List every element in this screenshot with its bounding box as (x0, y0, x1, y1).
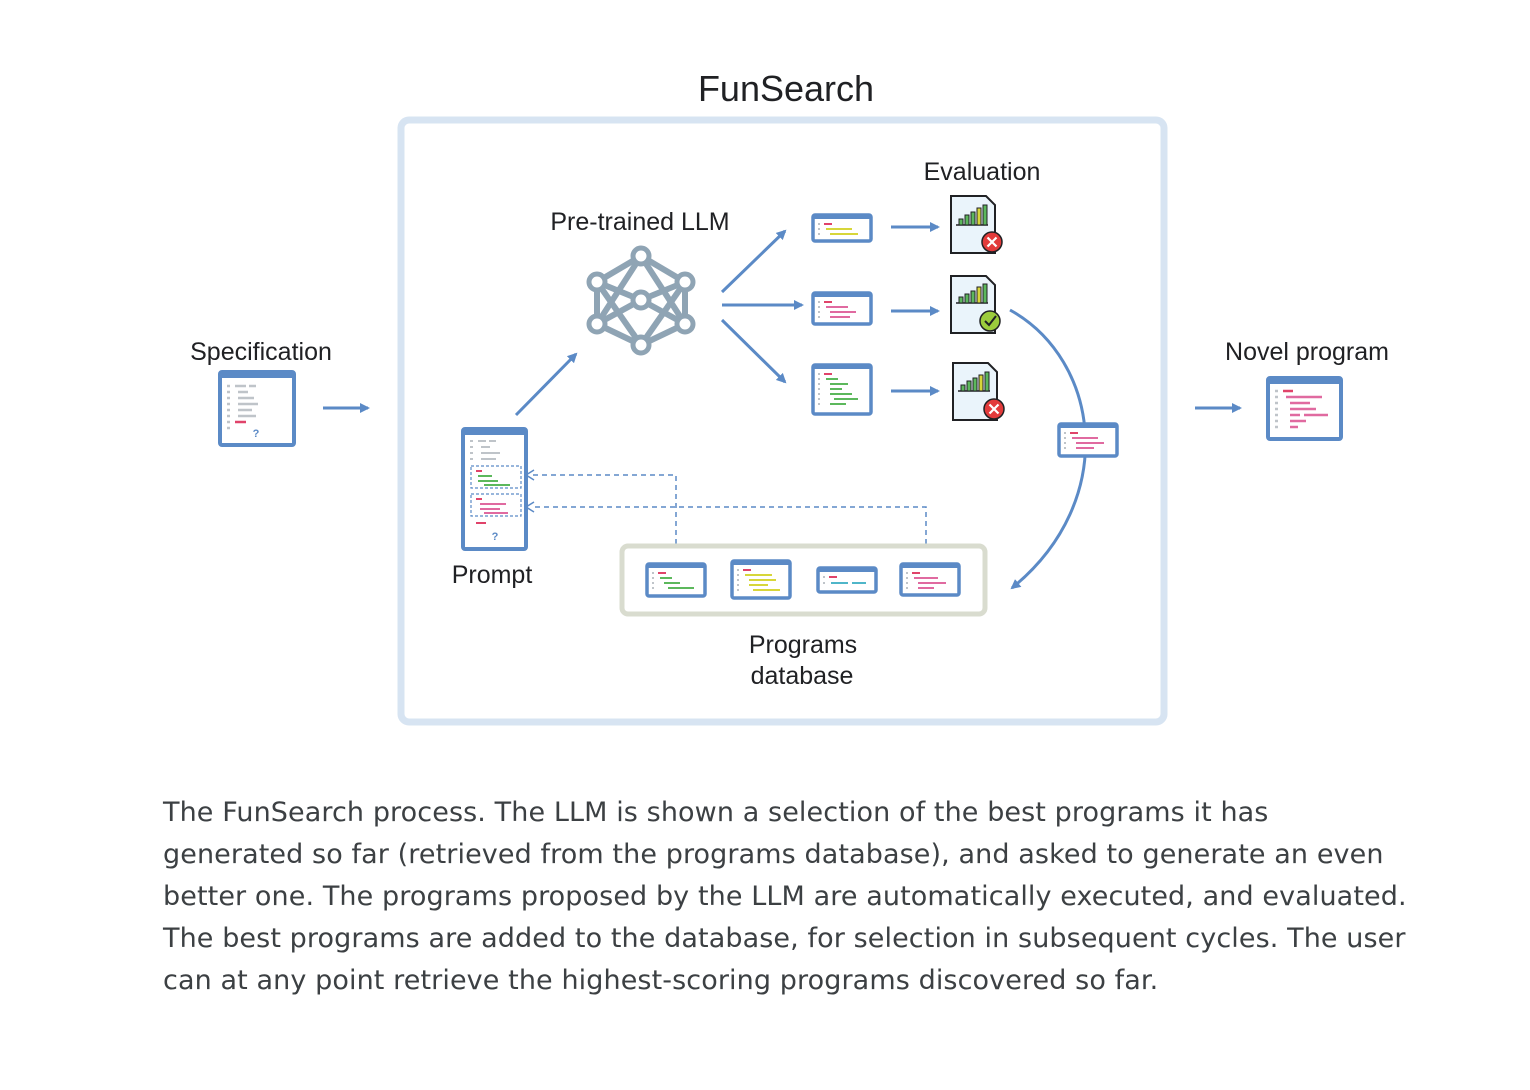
candidate-program-2-icon (811, 291, 873, 326)
fail-cross-icon (983, 398, 1005, 420)
prompt-question-mark: ? (492, 531, 499, 543)
figure-caption: The FunSearch process. The LLM is shown … (163, 797, 1407, 996)
database-program-3-icon (816, 566, 878, 594)
candidate-program-3-icon (811, 363, 873, 416)
programs-database-label-line2: database (751, 662, 854, 690)
evaluation-1-chart-icon (950, 195, 1003, 254)
funsearch-frame (397, 116, 1168, 726)
prompt-document-icon: ? (461, 427, 528, 551)
pretrained-llm-label: Pre-trained LLM (550, 208, 729, 236)
database-program-2-icon (730, 559, 792, 600)
novel-program-document-icon (1266, 376, 1343, 441)
programs-database-frame (619, 543, 988, 617)
specification-label: Specification (190, 338, 332, 366)
llm-to-program1-arrow (720, 229, 787, 294)
evaluation-3-chart-icon (952, 362, 1005, 421)
specification-question-mark: ? (253, 428, 260, 440)
evaluation-label: Evaluation (924, 158, 1041, 186)
pass-check-icon (979, 310, 1001, 332)
novel-program-label: Novel program (1225, 338, 1389, 366)
funsearch-diagram: FunSearch Specification Pre-trained LLM … (190, 68, 1389, 726)
specification-document-icon: ? (218, 370, 296, 447)
diagram-title: FunSearch (698, 68, 874, 109)
programs-database-label-line1: Programs (749, 631, 857, 659)
evaluation-2-chart-icon (950, 275, 1001, 334)
candidate-program-1-icon (811, 213, 873, 243)
neural-network-icon (586, 245, 696, 356)
fail-cross-icon (981, 231, 1003, 253)
database-program-1-icon (645, 562, 707, 598)
database-program-4-icon (899, 562, 961, 597)
prompt-to-llm-arrow (514, 352, 578, 417)
prompt-label: Prompt (452, 561, 533, 589)
llm-to-program3-arrow (720, 318, 787, 384)
selected-program-icon (1057, 422, 1119, 458)
